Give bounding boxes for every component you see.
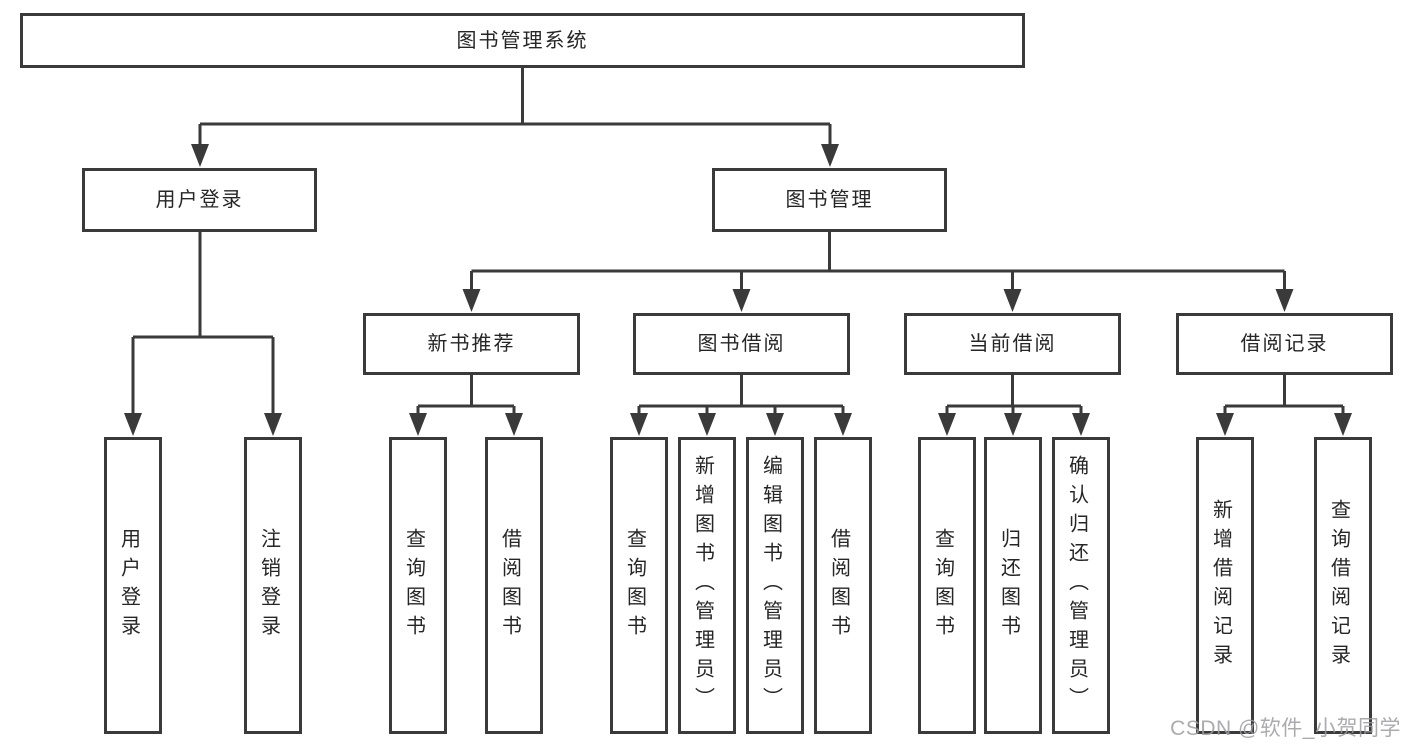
connector-current-borrow-to-leaves — [945, 375, 1083, 418]
leaf-user-login: 用户登录 — [104, 437, 162, 734]
node-borrow-records: 借阅记录 — [1176, 313, 1393, 375]
connector-new-book-recommend-to-leaves — [416, 375, 516, 418]
watermark-text: CSDN @软件_小贺同学 — [1170, 717, 1401, 740]
leaf-cb-confirm-return-admin: 确认归还（管理员） — [1052, 437, 1110, 734]
leaf-bb-query-book: 查询图书 — [610, 437, 668, 734]
leaf-cb-query-book: 查询图书 — [918, 437, 976, 734]
node-book-management: 图书管理 — [712, 168, 947, 232]
arrowheads — [124, 144, 1352, 436]
node-book-borrow: 图书借阅 — [633, 313, 850, 375]
node-user-login: 用户登录 — [82, 168, 317, 232]
connector-borrow-records-to-leaves — [1223, 375, 1345, 418]
leaf-cb-return-book: 归还图书 — [984, 437, 1042, 734]
leaf-bb-borrow-book: 借阅图书 — [814, 437, 872, 734]
connector-user-login-to-leaves — [131, 232, 275, 418]
node-new-book-recommend: 新书推荐 — [363, 313, 580, 375]
leaf-br-add-record: 新增借阅记录 — [1196, 437, 1254, 734]
leaf-nb-borrow-book: 借阅图书 — [485, 437, 543, 734]
leaf-br-query-record: 查询借阅记录 — [1314, 437, 1372, 734]
connector-book-management-to-level3 — [470, 232, 1286, 293]
leaf-bb-edit-book-admin: 编辑图书（管理员） — [746, 437, 804, 734]
leaf-logout-login: 注销登录 — [244, 437, 302, 734]
node-current-borrow: 当前借阅 — [904, 313, 1121, 375]
connector-root-to-level2 — [198, 68, 832, 148]
leaf-nb-query-book: 查询图书 — [389, 437, 447, 734]
leaf-bb-add-book-admin: 新增图书（管理员） — [678, 437, 736, 734]
connector-book-borrow-to-leaves — [637, 375, 845, 418]
node-library-system: 图书管理系统 — [20, 13, 1025, 68]
